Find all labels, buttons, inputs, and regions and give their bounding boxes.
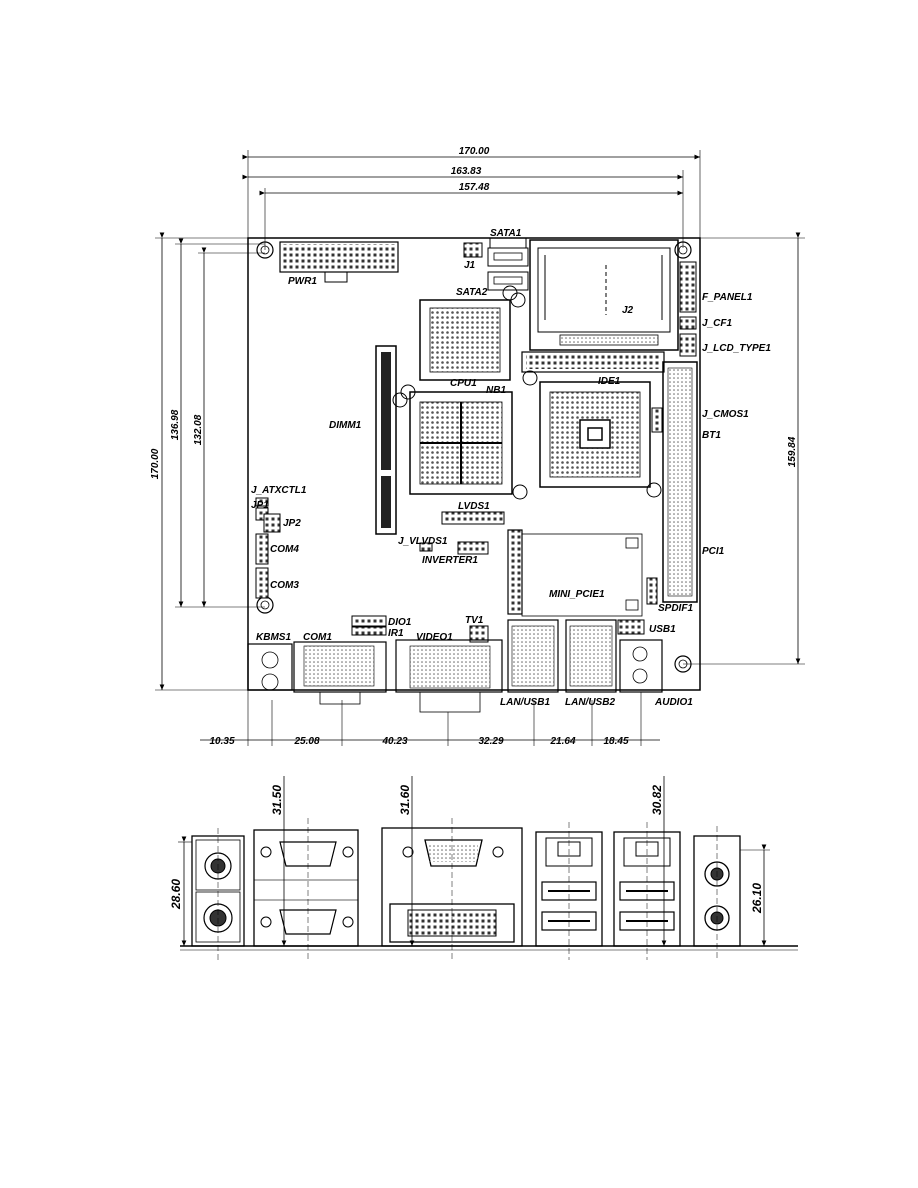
label-bt1: BT1 bbox=[702, 430, 721, 441]
label-spdif1: SPDIF1 bbox=[658, 603, 693, 614]
dim-height-170: 170.00 bbox=[150, 448, 161, 479]
lan-usb1-port bbox=[507, 619, 559, 693]
label-j-cf1: J_CF1 bbox=[702, 318, 732, 329]
label-com4: COM4 bbox=[270, 544, 299, 555]
label-j-lcd-type1: J_LCD_TYPE1 bbox=[702, 343, 771, 354]
lvds1-connector bbox=[441, 511, 505, 525]
label-audio1: AUDIO1 bbox=[654, 697, 693, 708]
label-j2: J2 bbox=[622, 305, 634, 316]
label-j-cmos1: J_CMOS1 bbox=[702, 409, 749, 420]
j1-jumper bbox=[463, 242, 483, 258]
tv1-connector bbox=[469, 625, 489, 643]
label-j-atxctl1: J_ATXCTL1 bbox=[251, 485, 307, 496]
rear-dim-31-60: 31.60 bbox=[398, 785, 412, 815]
label-cpu1: CPU1 bbox=[450, 378, 477, 389]
label-ide1: IDE1 bbox=[598, 376, 621, 387]
label-j1: J1 bbox=[464, 260, 476, 271]
southbridge-chip bbox=[522, 370, 662, 498]
label-com3: COM3 bbox=[270, 580, 299, 591]
label-usb1: USB1 bbox=[649, 624, 676, 635]
label-f-panel1: F_PANEL1 bbox=[702, 292, 753, 303]
label-pwr1: PWR1 bbox=[288, 276, 317, 287]
j-cf1-jumper bbox=[679, 316, 697, 330]
rear-lan-usb1 bbox=[535, 822, 603, 960]
dim-bottom-4: 21.64 bbox=[549, 736, 575, 747]
jp2-jumper bbox=[263, 513, 281, 533]
rear-dim-28-60: 28.60 bbox=[169, 879, 183, 910]
dim-bottom-0: 10.35 bbox=[209, 736, 234, 747]
label-sata2: SATA2 bbox=[456, 287, 488, 298]
ir1-header bbox=[351, 626, 387, 636]
label-lvds1: LVDS1 bbox=[458, 501, 490, 512]
label-j-vlvds1: J_VLVDS1 bbox=[398, 536, 448, 547]
label-com1: COM1 bbox=[303, 632, 332, 643]
mini-pcie1-slot bbox=[507, 529, 643, 617]
dim-bottom-5: 18.45 bbox=[603, 736, 628, 747]
label-pci1: PCI1 bbox=[702, 546, 725, 557]
sata1-connector bbox=[487, 238, 529, 267]
cpu1-chip bbox=[400, 292, 526, 400]
lan-usb2-port bbox=[565, 619, 617, 693]
ide1-connector bbox=[521, 351, 665, 373]
com1-port bbox=[293, 641, 387, 705]
spdif1-connector bbox=[646, 577, 658, 605]
com-serial-ports bbox=[253, 818, 359, 960]
label-tv1: TV1 bbox=[465, 615, 484, 626]
label-jp1: JP1 bbox=[251, 500, 269, 511]
label-dio1: DIO1 bbox=[388, 617, 412, 628]
label-lan-usb2: LAN/USB2 bbox=[565, 697, 615, 708]
j-lcd-type1-jumper bbox=[679, 333, 697, 357]
audio1-port bbox=[619, 639, 663, 693]
j-vlvds1-jumper bbox=[419, 542, 433, 552]
board-top-view bbox=[155, 150, 805, 746]
j2-cf-socket bbox=[529, 239, 679, 351]
board-outline bbox=[247, 237, 701, 691]
label-dimm1: DIMM1 bbox=[329, 420, 362, 431]
ps2-ports bbox=[191, 828, 245, 960]
dim-width-157: 157.48 bbox=[459, 182, 490, 193]
dim-width-170: 170.00 bbox=[459, 146, 490, 157]
dim-width-163: 163.83 bbox=[451, 166, 482, 177]
label-kbms1: KBMS1 bbox=[256, 632, 291, 643]
rear-dim-30-82: 30.82 bbox=[650, 785, 664, 815]
dim-bottom-1: 25.08 bbox=[293, 736, 319, 747]
label-video1: VIDEO1 bbox=[416, 632, 453, 643]
j-atxctl1-header bbox=[255, 497, 269, 507]
label-ir1: IR1 bbox=[388, 628, 404, 639]
com3-header bbox=[255, 567, 269, 599]
rear-dim-31-50: 31.50 bbox=[270, 785, 284, 815]
rear-dim-26-10: 26.10 bbox=[750, 883, 764, 914]
j-cmos1-jumper bbox=[651, 407, 663, 433]
usb1-header bbox=[617, 619, 645, 635]
dim-bottom-2: 40.23 bbox=[381, 736, 407, 747]
dim-height-159: 159.84 bbox=[787, 436, 798, 467]
nb1-chip bbox=[392, 391, 528, 500]
pci1-slot bbox=[662, 361, 698, 603]
com4-header bbox=[255, 533, 269, 565]
label-jp2: JP2 bbox=[283, 518, 301, 529]
label-nb1: NB1 bbox=[486, 385, 506, 396]
label-mini-pcie1: MINI_PCIE1 bbox=[549, 589, 605, 600]
dim-height-136: 136.98 bbox=[170, 409, 181, 440]
video-ports bbox=[381, 818, 523, 960]
dio1-header bbox=[351, 615, 387, 627]
rear-lan-usb2 bbox=[613, 822, 681, 960]
rear-audio-jacks bbox=[693, 826, 741, 960]
video1-port bbox=[395, 639, 503, 713]
rear-panel-view bbox=[178, 776, 798, 960]
label-lan-usb1: LAN/USB1 bbox=[500, 697, 550, 708]
dimm1-slot bbox=[375, 345, 397, 535]
label-inverter1: INVERTER1 bbox=[422, 555, 478, 566]
inverter1-connector bbox=[457, 541, 489, 555]
f-panel1-header bbox=[679, 261, 697, 313]
sata2-connector bbox=[487, 271, 529, 301]
label-sata1: SATA1 bbox=[490, 228, 522, 239]
dim-height-132: 132.08 bbox=[193, 414, 204, 445]
pwr1-connector bbox=[279, 241, 399, 283]
dim-bottom-3: 32.29 bbox=[478, 736, 503, 747]
kbms1-port bbox=[247, 643, 293, 691]
